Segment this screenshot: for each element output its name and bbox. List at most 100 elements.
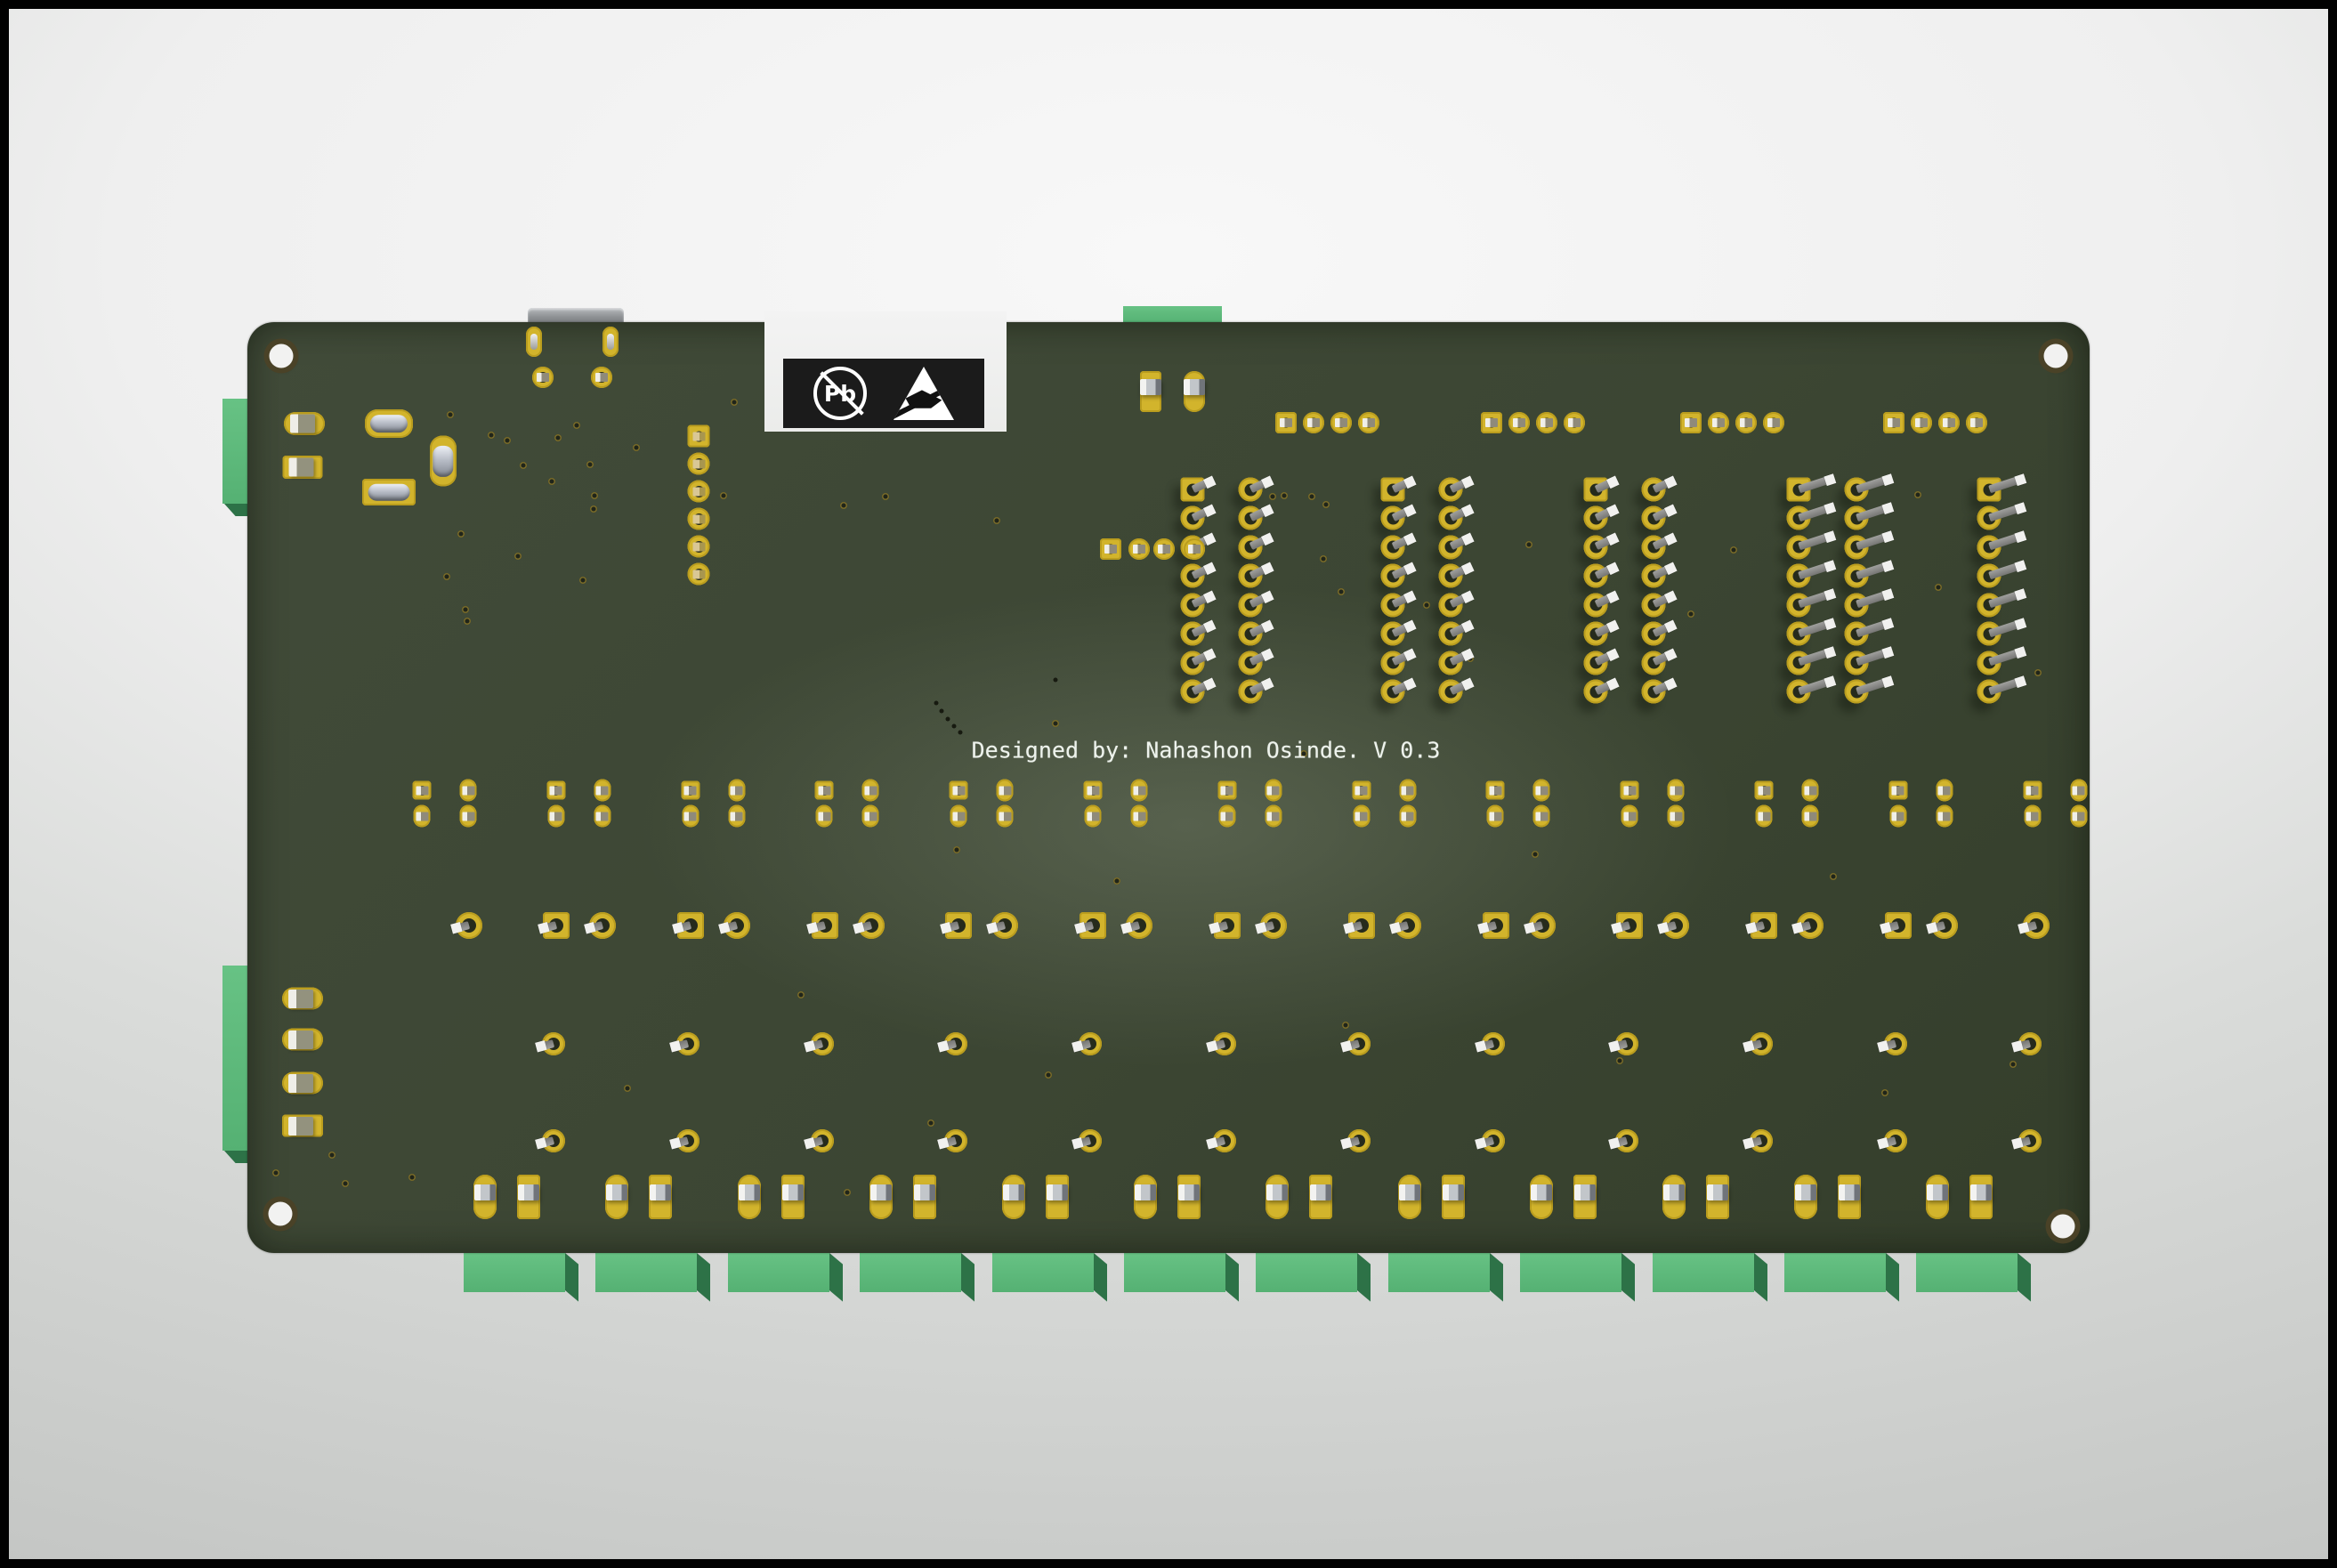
via bbox=[514, 553, 522, 560]
header-pad bbox=[1641, 590, 1677, 618]
via bbox=[731, 399, 738, 406]
smd-chip-body bbox=[288, 1073, 314, 1093]
relay-pad bbox=[803, 1129, 834, 1152]
via bbox=[1113, 877, 1120, 885]
signal-pad-square bbox=[1754, 780, 1774, 800]
driver-pad-round bbox=[1120, 912, 1153, 939]
relay-pad bbox=[1608, 1129, 1639, 1152]
header-pad bbox=[1786, 617, 1836, 646]
header-pad bbox=[1238, 648, 1274, 675]
header-pad bbox=[1641, 503, 1677, 530]
via bbox=[1338, 588, 1345, 595]
terminal-pin bbox=[1002, 1184, 1024, 1200]
header-pad bbox=[1380, 561, 1416, 588]
relay-pad bbox=[1474, 1129, 1505, 1152]
pin-tip bbox=[852, 922, 865, 934]
via bbox=[1300, 750, 1307, 757]
relay-pad bbox=[1071, 1129, 1103, 1152]
pin-tip bbox=[1745, 922, 1758, 934]
terminal-pad-rect bbox=[649, 1175, 673, 1219]
pin-chip bbox=[595, 812, 609, 820]
via bbox=[443, 573, 450, 580]
signal-pad-oval bbox=[1265, 804, 1282, 828]
terminal-block-bottom bbox=[1256, 1253, 1371, 1302]
header-pad bbox=[1583, 590, 1619, 618]
pin-chip bbox=[818, 786, 831, 795]
signal-pad-oval bbox=[1084, 804, 1102, 828]
header-pad bbox=[1238, 618, 1274, 646]
via bbox=[573, 422, 580, 429]
pin-chip bbox=[1087, 786, 1099, 795]
pin-tip bbox=[2011, 1137, 2024, 1150]
terminal-pin bbox=[518, 1184, 539, 1200]
pin-chip bbox=[952, 812, 966, 820]
aux-pad-round bbox=[1508, 412, 1530, 433]
pin-tip bbox=[1071, 1040, 1084, 1053]
pin-chip bbox=[1891, 786, 1904, 795]
header-pad bbox=[1583, 503, 1619, 530]
header-pad bbox=[1977, 501, 2026, 530]
pin-chip bbox=[730, 786, 743, 795]
relay-pad bbox=[535, 1129, 565, 1152]
relay-pad bbox=[535, 1032, 565, 1055]
pin-chip bbox=[1363, 418, 1375, 427]
terminal-pad-oval bbox=[1530, 1175, 1554, 1219]
aux-pad-square bbox=[1481, 412, 1502, 433]
terminal-pad-oval bbox=[605, 1175, 629, 1219]
pin-chip bbox=[1804, 812, 1816, 820]
aux-pad-square bbox=[1100, 538, 1121, 560]
pin-tip bbox=[718, 922, 731, 934]
header-pad bbox=[1977, 617, 2026, 646]
via bbox=[2034, 669, 2042, 676]
pin-tip bbox=[803, 1040, 816, 1053]
signal-pad-oval bbox=[594, 804, 611, 828]
via bbox=[457, 530, 465, 537]
pin-chip bbox=[1485, 418, 1498, 427]
terminal-block-bottom bbox=[1124, 1253, 1239, 1302]
signal-pad-oval bbox=[950, 804, 967, 828]
driver-pad-square bbox=[1745, 912, 1778, 939]
terminal-block-left bbox=[222, 399, 261, 516]
terminal-pad-rect bbox=[780, 1175, 805, 1219]
aux-pad-round bbox=[1153, 538, 1175, 560]
driver-pad-round bbox=[2018, 912, 2050, 939]
pin-tip bbox=[535, 1040, 547, 1053]
header-pad bbox=[1180, 676, 1216, 704]
pin-chip bbox=[1670, 786, 1683, 795]
aux-pad-round bbox=[1966, 412, 1987, 433]
via bbox=[1687, 610, 1694, 618]
pin-tip bbox=[1823, 473, 1836, 486]
via bbox=[1730, 546, 1737, 554]
signal-pad-square bbox=[949, 780, 968, 800]
signal-pad-oval bbox=[682, 804, 699, 828]
header-pad bbox=[1844, 675, 1894, 704]
via bbox=[504, 437, 511, 444]
signal-pad-oval bbox=[1801, 779, 1819, 802]
via bbox=[1269, 493, 1276, 500]
pin-tip bbox=[1926, 922, 1938, 934]
pin-tip bbox=[1877, 1137, 1889, 1150]
pin-tip bbox=[672, 922, 684, 934]
pin-tip bbox=[669, 1137, 682, 1150]
signal-pad-oval bbox=[861, 804, 879, 828]
terminal-pad-rect bbox=[1705, 1175, 1729, 1219]
header-pad bbox=[1977, 645, 2026, 675]
pin-chip bbox=[1401, 786, 1414, 795]
header-pad bbox=[1438, 561, 1474, 588]
pin-chip bbox=[1535, 812, 1549, 820]
pin-chip bbox=[1188, 545, 1201, 554]
relay-pad bbox=[1340, 1129, 1371, 1152]
pin-chip bbox=[1685, 418, 1697, 427]
programming-pad-round bbox=[687, 507, 710, 530]
usb-connector bbox=[528, 308, 624, 325]
header-pad bbox=[1438, 618, 1474, 646]
via-dot bbox=[934, 700, 939, 706]
usb-shield-pad bbox=[526, 327, 542, 357]
pin-tip bbox=[1340, 1137, 1353, 1150]
signal-pad-square bbox=[681, 780, 700, 800]
pin-chip bbox=[462, 812, 474, 820]
driver-pad-round bbox=[1791, 912, 1824, 939]
signal-pad-square bbox=[814, 780, 834, 800]
aux-pad-round bbox=[1128, 538, 1150, 560]
via bbox=[993, 517, 1000, 524]
